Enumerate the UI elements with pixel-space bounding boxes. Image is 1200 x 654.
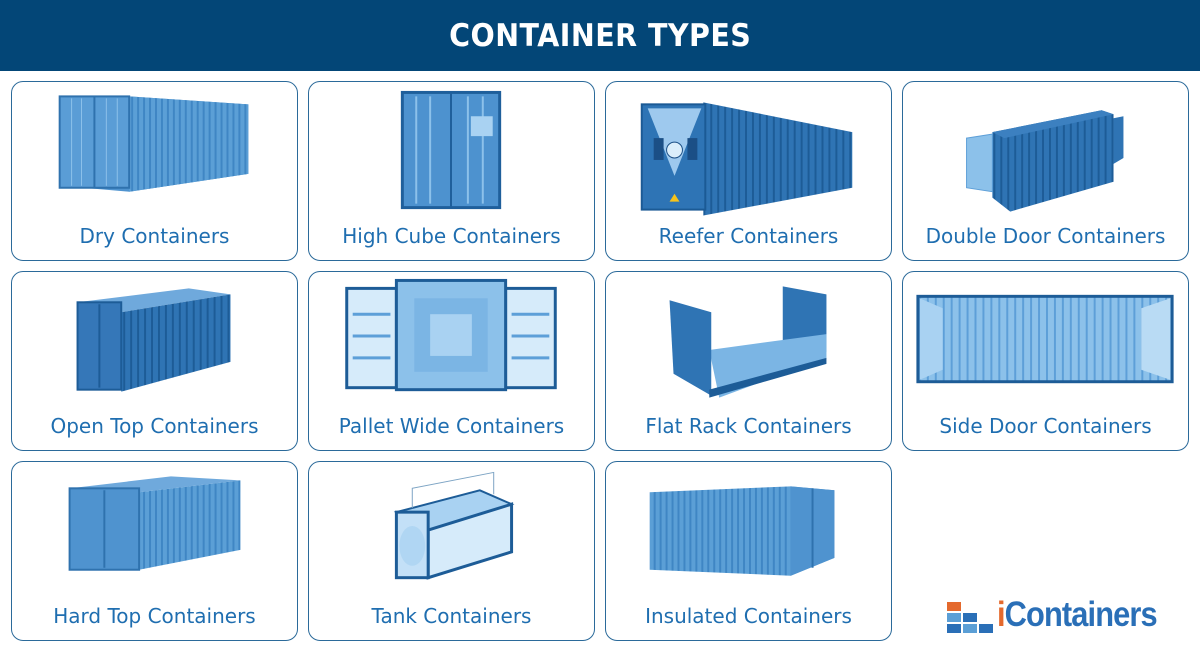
icontainers-logo: iContainers [945, 595, 1185, 638]
card-label: Flat Rack Containers [645, 414, 852, 438]
card-label: Tank Containers [371, 604, 532, 628]
card-hard-top-containers[interactable]: Hard Top Containers [11, 461, 298, 641]
tank-container-icon [393, 471, 515, 580]
dry-container-icon [58, 95, 249, 192]
high-cube-container-icon [400, 90, 502, 210]
card-label: Hard Top Containers [53, 604, 256, 628]
card-side-door-containers[interactable]: Side Door Containers [902, 271, 1189, 451]
page-header: CONTAINER TYPES [0, 0, 1200, 71]
card-double-door-containers[interactable]: Double Door Containers [902, 81, 1189, 261]
logo-blocks-icon [947, 602, 993, 633]
card-insulated-containers[interactable]: Insulated Containers [605, 461, 892, 641]
card-label: Side Door Containers [939, 414, 1152, 438]
insulated-container-icon [649, 486, 835, 576]
hard-top-container-icon [68, 476, 241, 571]
logo-wordmark: iContainers [997, 595, 1158, 634]
card-dry-containers[interactable]: Dry Containers [11, 81, 298, 261]
card-label: Dry Containers [79, 224, 230, 248]
card-label: High Cube Containers [342, 224, 561, 248]
pallet-wide-container-icon [345, 278, 557, 392]
double-door-container-icon [966, 110, 1124, 212]
flat-rack-container-icon [669, 286, 827, 398]
card-label: Double Door Containers [925, 224, 1166, 248]
card-label: Insulated Containers [645, 604, 852, 628]
card-label: Open Top Containers [50, 414, 259, 438]
reefer-container-icon [640, 102, 853, 216]
card-label: Pallet Wide Containers [338, 414, 565, 438]
card-open-top-containers[interactable]: Open Top Containers [11, 271, 298, 451]
card-flat-rack-containers[interactable]: Flat Rack Containers [605, 271, 892, 451]
open-top-container-icon [76, 288, 231, 392]
card-reefer-containers[interactable]: Reefer Containers [605, 81, 892, 261]
card-tank-containers[interactable]: Tank Containers [308, 461, 595, 641]
card-pallet-wide-containers[interactable]: Pallet Wide Containers [308, 271, 595, 451]
page-title: CONTAINER TYPES [448, 17, 752, 54]
card-high-cube-containers[interactable]: High Cube Containers [308, 81, 595, 261]
side-door-container-icon [916, 294, 1174, 384]
card-label: Reefer Containers [658, 224, 839, 248]
